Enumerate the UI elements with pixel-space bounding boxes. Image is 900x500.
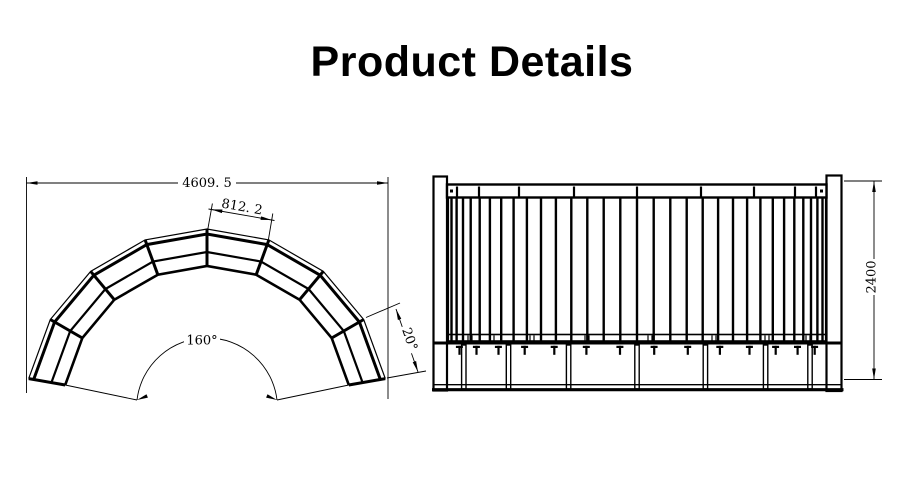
arc-angle-label: 160° <box>186 334 217 349</box>
arc-segment-dividers <box>28 229 386 387</box>
segment-width-label: 812. 2 <box>220 197 263 219</box>
front-elevation-drawing <box>432 174 844 393</box>
arc-top-view-drawing <box>28 228 386 387</box>
dim-overall-width: 4609. 5 <box>26 175 389 399</box>
dim-segment-width: 812. 2 <box>207 196 275 242</box>
rail-bolt-left <box>450 189 453 193</box>
lower-legs <box>460 344 813 390</box>
left-post <box>432 175 449 392</box>
right-post <box>825 174 843 393</box>
rail-bolt-right <box>820 189 823 193</box>
segment-angle-label: 20° <box>398 326 420 353</box>
arc-inner-edge <box>63 264 351 386</box>
dim-height: 2400 <box>844 180 882 380</box>
top-rail-dividers <box>455 186 818 197</box>
page-title: Product Details <box>310 38 634 86</box>
dim-segment-angle: 20° <box>365 302 427 379</box>
overall-width-label: 4609. 5 <box>182 176 232 191</box>
dim-arc-angle: 160° <box>65 333 349 401</box>
balusters <box>446 198 828 342</box>
height-label: 2400 <box>865 260 880 293</box>
deck-brackets <box>455 345 819 355</box>
